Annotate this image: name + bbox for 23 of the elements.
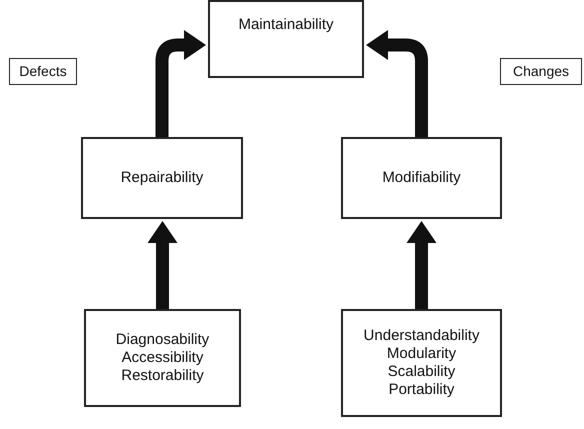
box-text: Modularity xyxy=(386,345,456,363)
box-text: Defects xyxy=(19,63,67,80)
thick-arrow xyxy=(156,30,206,137)
box-text: Repairability xyxy=(120,169,204,187)
box-text: Understandability xyxy=(364,327,480,345)
quality-box xyxy=(81,137,243,219)
box-text: Accessibility xyxy=(122,349,204,367)
box-text: Diagnosability xyxy=(116,331,210,349)
quality-box xyxy=(84,309,241,407)
box-text: Maintainability xyxy=(238,16,334,34)
box-text: Modifiability xyxy=(382,169,461,187)
box-text: Changes xyxy=(512,63,570,80)
thick-arrow xyxy=(406,221,436,309)
box-text: Restorability xyxy=(121,367,204,385)
box-text: Scalability xyxy=(388,363,456,381)
thick-arrow xyxy=(148,221,178,309)
thick-arrow xyxy=(366,30,428,137)
quality-box xyxy=(341,137,502,219)
label-box xyxy=(9,58,77,85)
quality-box xyxy=(341,309,502,417)
label-box xyxy=(500,58,582,85)
box-text: Portability xyxy=(388,381,454,399)
quality-box xyxy=(208,0,364,78)
